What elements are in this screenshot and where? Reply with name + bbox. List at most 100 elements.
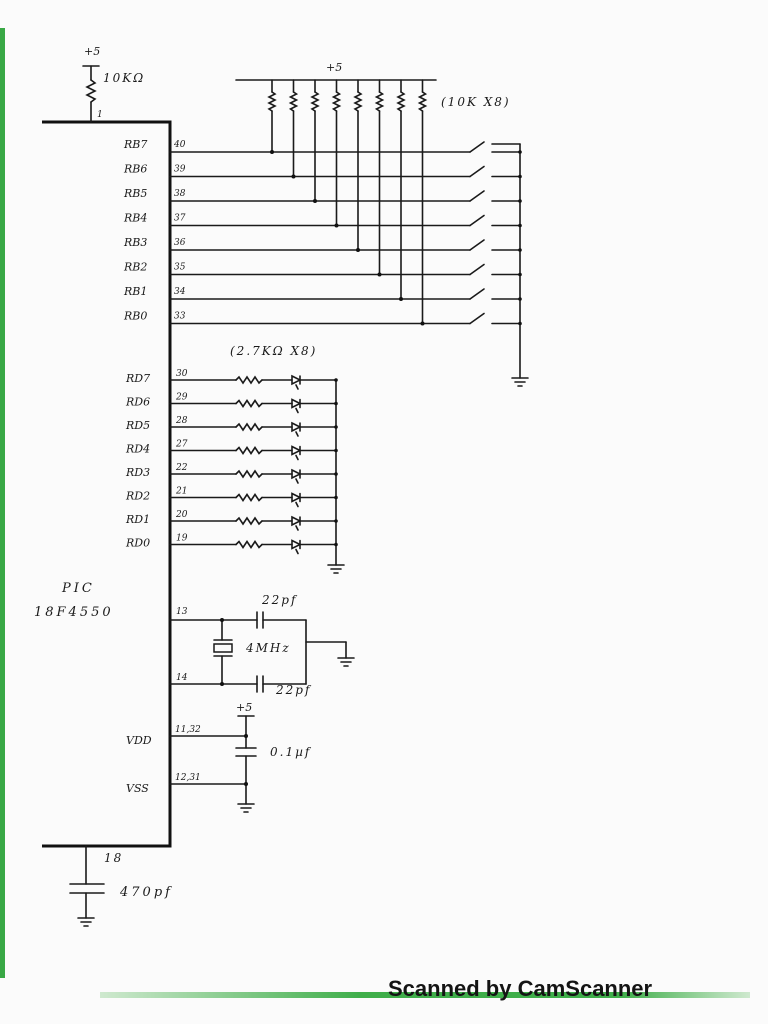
port-d-pin-number: 20 (175, 510, 188, 520)
led-icon (291, 398, 302, 409)
led-emission-mark (295, 407, 299, 414)
junction-dot (399, 297, 403, 301)
bottom-pin-number: 18 (104, 851, 123, 865)
pullup-array-label: (10K X8) (441, 95, 511, 109)
port-b-label: RB0 (123, 310, 147, 323)
led-resistor (235, 540, 263, 549)
led-icon (291, 515, 302, 527)
port-b-row-rb3: RB3 36 (123, 79, 522, 252)
port-d-pin-number: 27 (175, 440, 188, 450)
junction-dot (420, 321, 425, 326)
led-rail-junction (334, 448, 338, 453)
pullup-array-resistor (417, 91, 428, 112)
port-d-pin-number: 22 (175, 463, 188, 473)
port-b-row-rb5: RB5 38 (123, 79, 522, 203)
cap-top-value: 22pf (261, 593, 298, 607)
port-b-label: RB5 (123, 187, 147, 200)
led-rail-junction (334, 425, 338, 429)
chip-name: PIC (61, 581, 95, 596)
port-d-pin-number: 29 (175, 393, 188, 403)
switch-rail-junction (518, 297, 522, 301)
switch-rail-junction (518, 272, 522, 277)
switch-rail-junction (518, 199, 522, 203)
chip-part-number: 18F4550 (34, 605, 114, 620)
port-b-row-rb7: RB7 40 (123, 79, 522, 154)
pullup-array-resistor (353, 91, 363, 112)
port-b-pin-number: 40 (173, 140, 186, 150)
led-array-label: (2.7KΩ X8) (230, 344, 317, 358)
led-icon (291, 374, 302, 386)
port-b-pin-number: 35 (174, 263, 186, 273)
push-switch (469, 288, 485, 300)
vdd-label: VDD (126, 734, 152, 747)
bottom-capacitor-circuit: 18 470pf (69, 845, 173, 927)
port-b-label: RB3 (123, 236, 147, 249)
scan-edge-bottom (100, 992, 750, 998)
port-b-pin-number: 36 (174, 238, 186, 248)
led-icon (291, 468, 302, 480)
port-d-pin-number: 30 (176, 369, 188, 379)
decoupling-supply-label: +5 (236, 701, 252, 714)
bus-supply-label: +5 (326, 61, 342, 74)
push-switch (469, 165, 485, 178)
switch-rail-junction (518, 174, 522, 179)
scan-edge-left (0, 28, 5, 978)
decoupling-cap-value: 0.1µf (270, 745, 312, 759)
port-d-pin-number: 28 (175, 416, 188, 426)
port-d-row-rd4: RD4 27 (125, 440, 338, 461)
pullup-array-resistor (288, 91, 299, 112)
push-switch (469, 239, 485, 251)
led-rail-junction (334, 542, 338, 547)
switch-rail-junction (518, 223, 522, 228)
port-b-pin-number: 37 (174, 214, 186, 224)
cap-bottom-value: 22pf (275, 683, 312, 697)
port-d-label: RD0 (125, 537, 150, 550)
crystal-body (213, 643, 233, 653)
port-d-row-rd2: RD2 21 (125, 487, 338, 508)
osc-pin-a: 13 (176, 607, 188, 617)
port-b-pin-number: 34 (174, 287, 186, 297)
port-d-row-rd5: RD5 28 (125, 416, 338, 437)
led-rail-junction (334, 495, 338, 500)
junction-dot (313, 199, 317, 203)
pullup-array-resistor (267, 91, 277, 112)
junction-dot (291, 174, 296, 179)
port-d-label: RD2 (125, 490, 150, 503)
bottom-cap-value: 470pf (119, 885, 173, 900)
led-resistor (235, 493, 263, 502)
push-switch (469, 263, 485, 276)
port-b-label: RB2 (123, 261, 147, 274)
led-icon (291, 421, 302, 433)
push-switch (469, 312, 485, 325)
switch-ground-symbol (511, 377, 529, 387)
pullup-array-resistor (374, 91, 385, 112)
vdd-pin-numbers: 11,32 (175, 725, 201, 735)
led-resistor (235, 422, 263, 432)
port-b-label: RB7 (123, 138, 147, 151)
switch-rail-junction (518, 248, 522, 252)
led-resistor (235, 446, 263, 455)
pullup-pin-number: 1 (97, 110, 103, 120)
led-resistor (235, 516, 263, 526)
port-b-pin-number: 38 (174, 189, 186, 199)
port-d-label: RD5 (125, 419, 150, 432)
push-switch (469, 190, 485, 202)
led-emission-mark (295, 384, 299, 390)
led-ground-symbol (327, 564, 345, 574)
port-b-pin-number: 33 (174, 312, 186, 322)
pullup-resistor (85, 79, 97, 103)
led-emission-mark (295, 548, 299, 555)
port-b-row-rb2: RB2 35 (123, 79, 522, 277)
pullup-array-resistor (310, 91, 320, 112)
led-emission-mark (295, 525, 299, 531)
port-d-label: RD4 (125, 443, 150, 456)
junction-dot (377, 272, 382, 277)
port-d-pin-number: 21 (175, 487, 187, 497)
